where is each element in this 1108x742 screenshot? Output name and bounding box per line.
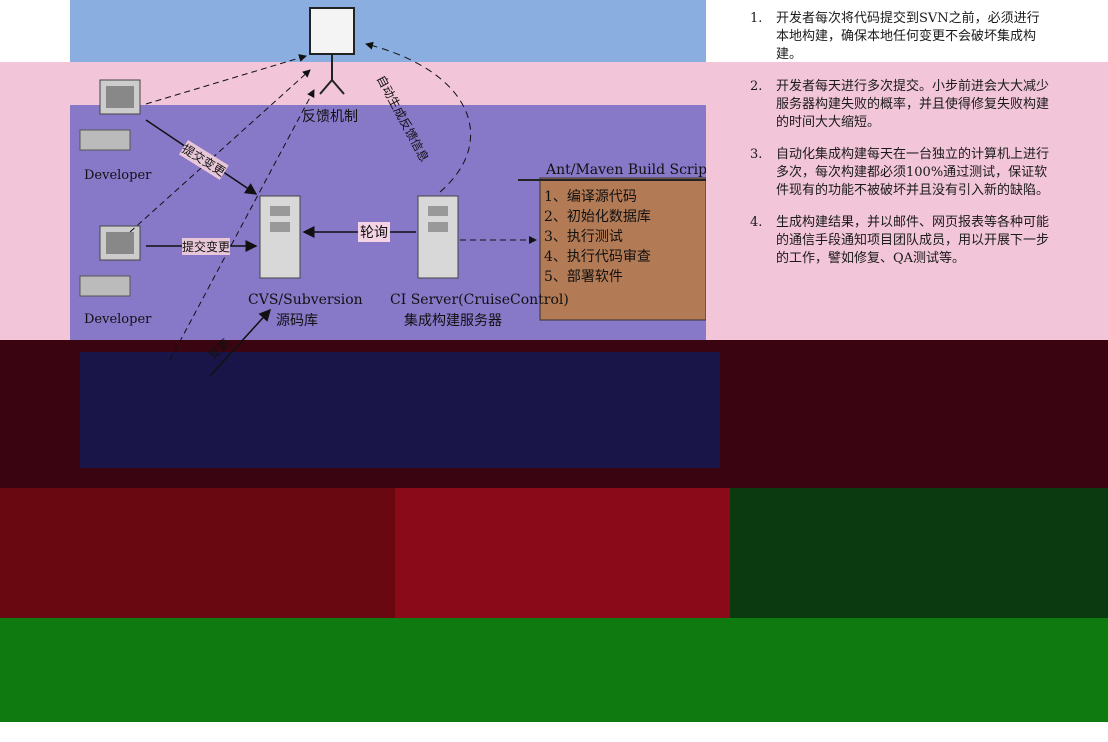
- practice-text: 开发者每次将代码提交到SVN之前，必须进行本地构建，确保本地任何变更不会破坏集成…: [776, 11, 1040, 62]
- practice-list: 1. 开发者每次将代码提交到SVN之前，必须进行本地构建，确保本地任何变更不会破…: [750, 10, 1050, 282]
- ci-name-label: CI Server(CruiseControl): [390, 292, 569, 308]
- ci-sub-label: 集成构建服务器: [404, 313, 502, 329]
- projector-screen-icon: [309, 7, 355, 95]
- practice-text: 生成构建结果，并以邮件、网页报表等各种可能的通信手段通知项目团队成员，用以开展下…: [776, 215, 1050, 266]
- repository-server-icon: [259, 195, 301, 279]
- build-step-3: 3、执行测试: [544, 229, 623, 245]
- ci-diagram: 反馈机制 自动生成反馈信息 提交变更 提交变更 变更 轮询 Developer …: [70, 0, 706, 470]
- band-blue: [70, 0, 706, 62]
- practice-item-1: 1. 开发者每次将代码提交到SVN之前，必须进行本地构建，确保本地任何变更不会破…: [750, 10, 1050, 64]
- practice-num: 2.: [750, 79, 763, 94]
- developer-computer-icon-2: [79, 225, 141, 297]
- band-red-bright: [395, 488, 730, 618]
- build-step-1: 1、编译源代码: [544, 189, 637, 205]
- build-script-box: [539, 177, 706, 321]
- practice-item-3: 3. 自动化集成构建每天在一台独立的计算机上进行多次，每次构建都必须100%通过…: [750, 146, 1050, 200]
- band-green: [0, 618, 1108, 742]
- build-step-2: 2、初始化数据库: [544, 209, 651, 225]
- practice-text: 开发者每天进行多次提交。小步前进会大大减少服务器构建失败的概率，并且使得修复失败…: [776, 79, 1050, 130]
- practice-num: 1.: [750, 11, 763, 26]
- polling-label: 轮询: [358, 222, 390, 242]
- developer-label-1: Developer: [84, 168, 152, 183]
- practice-text: 自动化集成构建每天在一台独立的计算机上进行多次，每次构建都必须100%通过测试，…: [776, 147, 1050, 198]
- developer-label-2: Developer: [84, 312, 152, 327]
- band-green-dark: [730, 488, 1108, 618]
- practice-item-2: 2. 开发者每天进行多次提交。小步前进会大大减少服务器构建失败的概率，并且使得修…: [750, 78, 1050, 132]
- build-step-5: 5、部署软件: [544, 269, 623, 285]
- ci-server-icon: [417, 195, 459, 279]
- band-navy: [80, 352, 720, 468]
- feedback-label: 反馈机制: [302, 109, 358, 125]
- build-step-4: 4、执行代码审查: [544, 249, 651, 265]
- practice-num: 3.: [750, 147, 763, 162]
- developer-computer-icon-1: [79, 79, 141, 151]
- ci-diagram-svg: [79, 7, 706, 377]
- build-script-title: Ant/Maven Build Script: [546, 162, 706, 178]
- repo-sub-label: 源码库: [276, 313, 318, 329]
- commit-label-2: 提交变更: [182, 238, 231, 255]
- practice-num: 4.: [750, 215, 763, 230]
- repo-name-label: CVS/Subversion: [248, 292, 363, 308]
- practice-item-4: 4. 生成构建结果，并以邮件、网页报表等各种可能的通信手段通知项目团队成员，用以…: [750, 214, 1050, 268]
- band-white-strip: [0, 722, 1108, 742]
